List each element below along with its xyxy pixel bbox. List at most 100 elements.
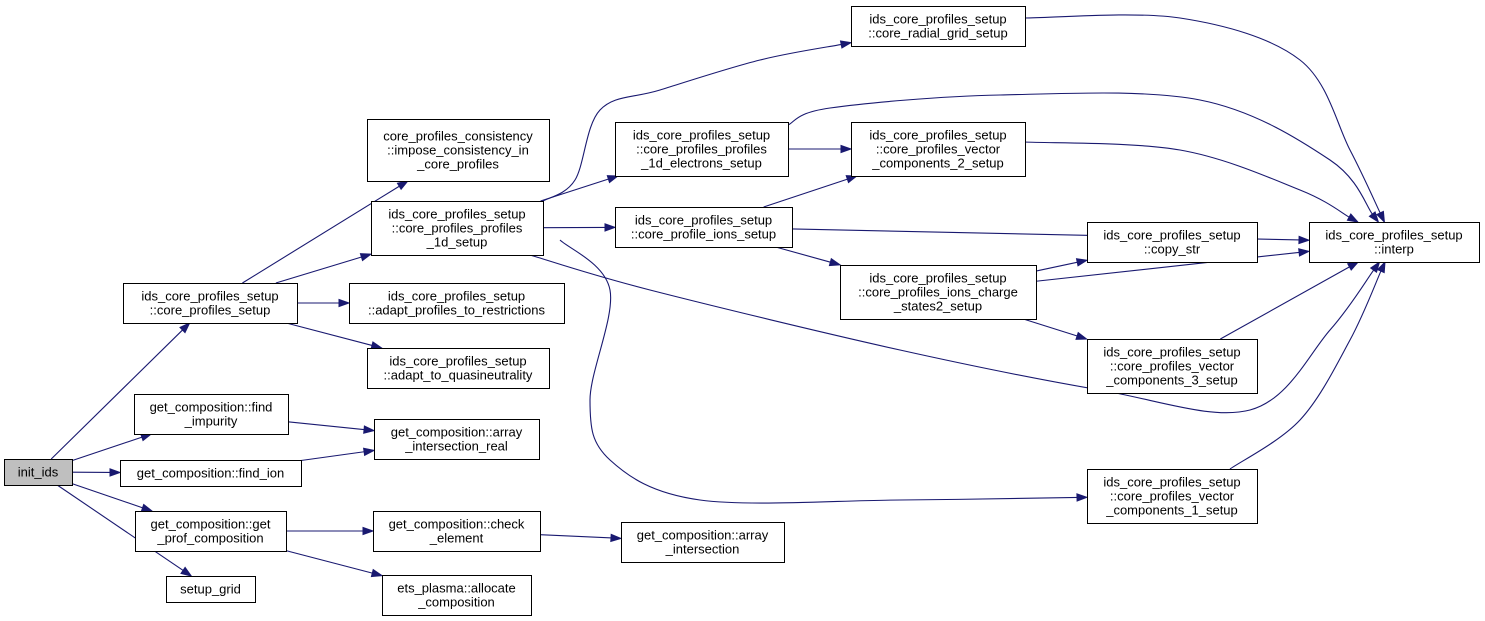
arrow-head-icon: [370, 341, 384, 350]
node-label-line: ids_core_profiles_setup: [869, 271, 1006, 286]
edge-profiles_1d_setup-to-core_radial_grid_setup: [542, 40, 853, 202]
node-label-line: ::core_profiles_vector: [1110, 359, 1235, 374]
node-box[interactable]: [1309, 222, 1480, 263]
node-box[interactable]: [851, 6, 1026, 47]
edge-find_impurity-to-array_intersection_real: [287, 421, 376, 434]
node-box[interactable]: [367, 348, 550, 389]
node-label-line: _states2_setup: [893, 299, 982, 314]
node-label-line: setup_grid: [180, 582, 241, 597]
edge-get_prof_composition-to-check_element: [286, 526, 375, 536]
node-box[interactable]: [615, 207, 793, 248]
edge-line: [787, 92, 1374, 216]
node-box[interactable]: [123, 283, 298, 324]
edge-profiles_1d_setup-to-core_profile_ions_setup: [542, 223, 617, 232]
arrow-head-icon: [396, 180, 410, 191]
arrow-head-icon: [840, 144, 853, 154]
edge-ions_charge_states2_setup-to-vector_components_3_setup: [1023, 318, 1089, 340]
node-box[interactable]: [349, 283, 565, 324]
edge-line: [50, 328, 184, 460]
node-vector-components-3-setup[interactable]: ids_core_profiles_setup::core_profiles_v…: [1087, 339, 1258, 394]
node-find-ion[interactable]: get_composition::find_ion: [120, 460, 302, 487]
node-vector-components-1-setup[interactable]: ids_core_profiles_setup::core_profiles_v…: [1087, 469, 1258, 524]
node-box[interactable]: [1087, 339, 1258, 394]
edge-line: [1229, 269, 1382, 470]
node-label-line: ids_core_profiles_setup: [633, 128, 770, 143]
edge-core_profiles_setup-to-adapt_profiles_to_restrictions: [297, 298, 351, 308]
edge-line: [71, 436, 143, 462]
node-core-profiles-setup[interactable]: ids_core_profiles_setup::core_profiles_s…: [123, 283, 298, 324]
arrow-head-icon: [338, 298, 351, 308]
node-ions-charge-states2-setup[interactable]: ids_core_profiles_setup::core_profiles_i…: [840, 265, 1037, 320]
node-vector-components-2-setup[interactable]: ids_core_profiles_setup::core_profiles_v…: [851, 122, 1026, 177]
node-check-element[interactable]: get_composition::check_element: [373, 511, 541, 552]
edge-vector_components_1_setup-to-interp: [1229, 260, 1386, 470]
node-box[interactable]: [373, 511, 541, 552]
node-box[interactable]: [166, 576, 256, 603]
node-box[interactable]: [4, 459, 73, 486]
node-array-intersection[interactable]: get_composition::array_intersection: [621, 522, 785, 563]
arrow-head-icon: [362, 526, 375, 536]
edge-profiles_1d_electrons_setup-to-interp: [787, 92, 1380, 224]
node-box[interactable]: [840, 265, 1037, 320]
arrow-head-icon: [1076, 493, 1089, 502]
node-profiles-1d-setup[interactable]: ids_core_profiles_setup::core_profiles_p…: [371, 201, 544, 256]
node-allocate-composition[interactable]: ets_plasma::allocate_composition: [382, 575, 532, 616]
edge-core_profile_ions_setup-to-vector_components_2_setup: [763, 175, 859, 208]
node-label-line: ids_core_profiles_setup: [869, 128, 1006, 143]
arrow-head-icon: [1346, 213, 1360, 223]
node-adapt-profiles-to-restrictions[interactable]: ids_core_profiles_setup::adapt_profiles_…: [349, 283, 565, 324]
edge-vector_components_2_setup-to-interp: [1024, 141, 1360, 223]
arrow-head-icon: [179, 321, 191, 334]
arrow-head-icon: [363, 447, 376, 457]
arrow-head-icon: [1346, 261, 1360, 271]
node-label-line: _components_3_setup: [1105, 373, 1238, 388]
node-box[interactable]: [1087, 222, 1258, 263]
edge-line: [763, 178, 849, 208]
node-label-line: ::interp: [1374, 242, 1414, 257]
edge-line: [71, 483, 144, 509]
node-core-profile-ions-setup[interactable]: ids_core_profiles_setup::core_profile_io…: [615, 207, 793, 248]
node-box[interactable]: [367, 119, 550, 182]
edge-get_prof_composition-to-allocate_composition: [285, 550, 384, 578]
arrow-head-icon: [606, 175, 620, 184]
node-core-radial-grid-setup[interactable]: ids_core_profiles_setup::core_radial_gri…: [851, 6, 1026, 47]
node-label-line: ids_core_profiles_setup: [389, 354, 526, 369]
node-box[interactable]: [371, 201, 544, 256]
node-label-line: ::impose_consistency_in: [387, 143, 529, 158]
arrow-head-icon: [1369, 260, 1381, 274]
node-adapt-to-quasineutrality[interactable]: ids_core_profiles_setup::adapt_to_quasin…: [367, 348, 550, 389]
edge-check_element-to-array_intersection: [539, 533, 623, 543]
node-box[interactable]: [1087, 469, 1258, 524]
edge-find_ion-to-array_intersection_real: [300, 447, 376, 462]
node-profiles-1d-electrons-setup[interactable]: ids_core_profiles_setup::core_profiles_p…: [615, 122, 789, 177]
node-box[interactable]: [120, 460, 302, 487]
node-box[interactable]: [615, 122, 789, 177]
node-box[interactable]: [621, 522, 785, 563]
node-copy-str[interactable]: ids_core_profiles_setup::copy_str: [1087, 222, 1258, 263]
edge-line: [542, 43, 843, 202]
node-get-prof-composition[interactable]: get_composition::get_prof_composition: [135, 511, 287, 552]
node-label-line: ids_core_profiles_setup: [1103, 228, 1240, 243]
node-box[interactable]: [135, 511, 287, 552]
edge-profiles_1d_electrons_setup-to-vector_components_2_setup: [788, 144, 853, 154]
node-array-intersection-real[interactable]: get_composition::array_intersection_real: [374, 419, 540, 460]
node-label-line: _components_2_setup: [871, 156, 1004, 171]
node-find-impurity[interactable]: get_composition::find_impurity: [134, 394, 289, 435]
node-box[interactable]: [851, 122, 1026, 177]
node-interp[interactable]: ids_core_profiles_setup::interp: [1309, 222, 1480, 263]
edge-profiles_1d_setup-to-interp: [529, 254, 1381, 414]
node-init-ids[interactable]: init_ids: [4, 459, 73, 486]
node-label-line: ::copy_str: [1144, 242, 1201, 257]
node-label-line: ::core_profile_ions_setup: [631, 227, 776, 242]
edge-init_ids-to-setup_grid: [56, 484, 193, 577]
edge-line: [286, 322, 374, 347]
node-label-line: _components_1_setup: [1105, 503, 1238, 518]
node-label-line: get_composition::array: [391, 425, 523, 440]
node-label-line: core_profiles_consistency: [383, 129, 533, 144]
node-box[interactable]: [374, 419, 540, 460]
node-box[interactable]: [382, 575, 532, 616]
node-setup-grid[interactable]: setup_grid: [166, 576, 256, 603]
node-box[interactable]: [134, 394, 289, 435]
node-impose-consistency[interactable]: core_profiles_consistency::impose_consis…: [367, 119, 550, 182]
edge-line: [56, 484, 185, 572]
